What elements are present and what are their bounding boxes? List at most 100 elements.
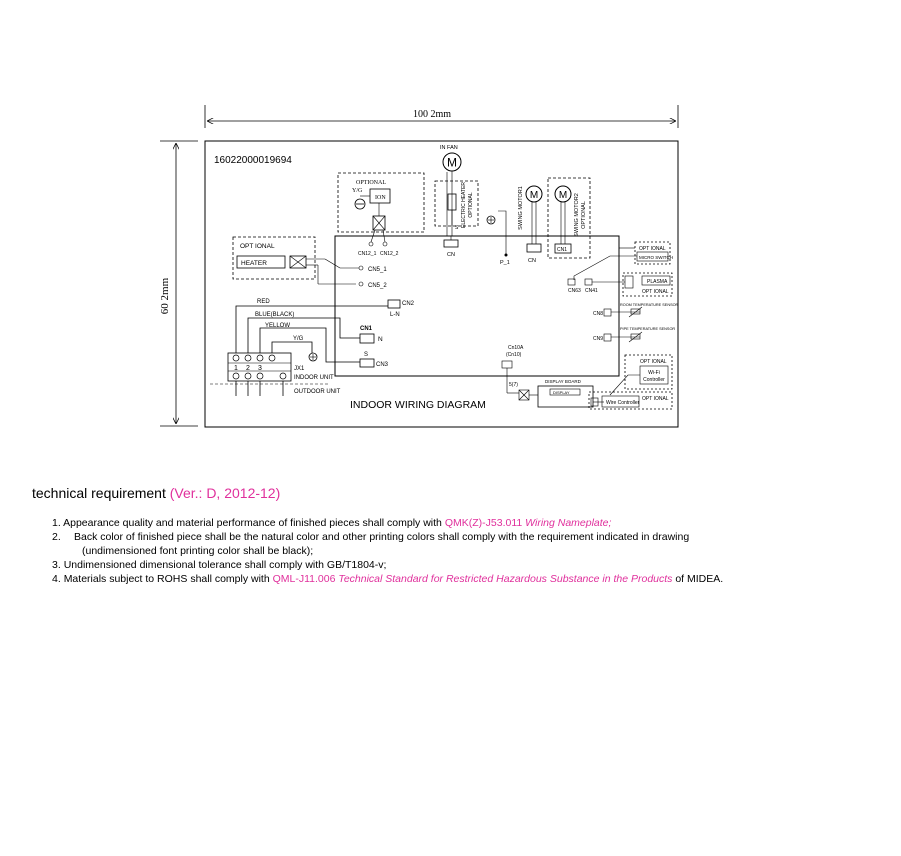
plasma-connector-icon (624, 275, 634, 289)
wire-red-label: RED (257, 299, 270, 305)
micro-switch-block: OPT IONAL MICRO SWITCH (573, 241, 673, 280)
wifi-label: Wi-Fi (648, 370, 660, 376)
ground-icon (308, 352, 318, 362)
cn12-2-label: CN12_2 (380, 251, 399, 257)
cn10-label: (Cn10) (506, 352, 522, 358)
ion-label: ION (375, 195, 386, 201)
pipe-temp-sensor: PIPE TEMPERATURE SENSOR CN9 (593, 327, 675, 343)
svg-text:M: M (447, 156, 457, 170)
nameplate-border (204, 140, 679, 428)
p1-label: P_1 (500, 260, 510, 266)
swing-motor1-icon (525, 185, 543, 203)
display-board-block: Cn10A (Cn10) 5(7) DISPLAY BOARD DISPLAY (501, 345, 604, 408)
requirement-item-1: 1. Appearance quality and material perfo… (52, 517, 612, 529)
swing-motor2-label: SWING MOTOR2 (574, 193, 580, 237)
cn9-label: CN9 (593, 336, 603, 342)
requirement-1-code: QMK(Z)-J53.011 (444, 517, 523, 529)
wiring-diagram: 100 2mm 60 2mm 16022000019694 OPTIONAL Y… (159, 105, 679, 428)
requirements-title-text: technical requirement (32, 485, 166, 501)
svg-text:DISPLAY: DISPLAY (553, 390, 570, 395)
cn-swing2-label: CN1 (557, 247, 567, 253)
technical-requirements: technical requirement (Ver.: D, 2012-12)… (32, 484, 892, 586)
wire-controller-block: Wire Controller OPT IONAL (588, 391, 673, 410)
requirements-title: technical requirement (Ver.: D, 2012-12) (32, 484, 892, 502)
indoor-fan-motor: IN FAN M CN (440, 145, 462, 258)
width-dimension: 100 2mm (204, 105, 679, 128)
p1-ground: P_1 (486, 210, 510, 266)
pipe-sensor-label: PIPE TEMPERATURE SENSOR (620, 327, 675, 331)
jx1-label: JX1 (294, 366, 305, 372)
swing-motor-1: SWING MOTOR1 M CN (518, 185, 543, 264)
ion-optional-label: OPTIONAL (356, 180, 386, 186)
cn5-2-label: CN5_2 (368, 283, 387, 289)
svg-text:M: M (559, 190, 567, 201)
cn10a-label: Cn10A (508, 345, 524, 351)
outdoor-unit-label: OUTDOOR UNIT (294, 389, 341, 395)
requirement-1-doc: Wiring Nameplate; (525, 517, 612, 529)
requirement-item-3: 3. Undimensioned dimensional tolerance s… (52, 559, 387, 571)
requirement-item-2: 2. Back color of finished piece shall be… (52, 531, 690, 557)
terminal-1-label: 1 (234, 365, 238, 372)
ground-icon (279, 372, 287, 380)
cn41-label: CN41 (585, 288, 598, 294)
wire-blue-label: BLUE(BLACK) (255, 312, 294, 318)
swing-motor2-optional-label: OPTIONAL (581, 201, 587, 229)
terminal-screws-top (232, 354, 276, 380)
swing-motor-2: M SWING MOTOR2 OPTIONAL CN1 (547, 177, 591, 259)
plasma-block: PLASMA OPT IONAL CN63 CN41 (567, 272, 673, 297)
wire-controller-label: Wire Controller (606, 400, 640, 406)
ground-icon (354, 198, 366, 210)
cn-swing1-label: CN (528, 258, 536, 264)
n-label: N (378, 336, 383, 343)
terminal-2-label: 2 (246, 365, 250, 372)
svg-text:M: M (530, 190, 538, 201)
cn1-label: CN1 (360, 326, 373, 332)
heater-connector-icon (289, 255, 307, 269)
electric-heater-optional-label: OPTIONAL (468, 192, 474, 218)
room-sensor-label: ROOM TEMPERATURE SENSOR (620, 303, 679, 307)
requirement-4-code: QML-J11.006 (272, 573, 336, 585)
ion-generator: OPTIONAL Y/G ION CN12_1 CN12_2 (337, 172, 425, 257)
electric-heater-optional: S ELECTRIC HEATER OPTIONAL (434, 180, 479, 231)
requirement-item-4: 4. Materials subject to ROHS shall compl… (52, 573, 724, 585)
swing-motor2-icon (554, 185, 572, 203)
wifi-controller-label: Controller (643, 377, 665, 383)
requirement-4-doc: Technical Standard for Restricted Hazard… (338, 573, 673, 585)
plasma-label: PLASMA (647, 279, 668, 285)
wire-yellow-label: YELLOW (265, 323, 290, 329)
terminal-3-label: 3 (258, 365, 262, 372)
micro-switch-label: MICRO SWITCH (639, 255, 673, 260)
terminal-block: 1 2 3 JX1 INDOOR UNIT OUTDOOR UNIT (210, 352, 341, 396)
room-temp-sensor: ROOM TEMPERATURE SENSOR CN8 (593, 303, 679, 318)
cn63-label: CN63 (568, 288, 581, 294)
indoor-unit-label: INDOOR UNIT (294, 375, 334, 381)
cn12-1-label: CN12_1 (358, 251, 377, 257)
cn2-label: CN2 (402, 301, 415, 307)
l-in-label: L-N (390, 312, 400, 318)
cn3-label: CN3 (376, 362, 389, 368)
cn-fan-label: CN (447, 252, 455, 258)
diagram-title: INDOOR WIRING DIAGRAM (350, 399, 486, 411)
wifi-block: OPT IONAL Wi-Fi Controller (609, 354, 673, 396)
height-dimension: 60 2mm (159, 140, 198, 427)
svg-text:OPT IONAL: OPT IONAL (642, 289, 669, 295)
power-wiring: RED BLUE(BLACK) YELLOW Y/G CN2 L-N CN1 N… (235, 299, 415, 368)
svg-text:S: S (455, 225, 459, 231)
svg-text:OPT IONAL: OPT IONAL (640, 359, 667, 365)
width-dimension-label: 100 2mm (413, 109, 451, 120)
swing-motor1-label: SWING MOTOR1 (518, 186, 524, 230)
heater-optional-label: OPT IONAL (240, 243, 275, 250)
wire-yg-label: Y/G (293, 336, 304, 342)
s-label: S (364, 352, 368, 358)
cn5-1-label: CN5_1 (368, 267, 387, 273)
in-fan-label: IN FAN (440, 145, 458, 151)
part-number: 16022000019694 (214, 155, 292, 166)
svg-text:OPT IONAL: OPT IONAL (642, 396, 669, 402)
requirements-list: 1. Appearance quality and material perfo… (32, 516, 892, 586)
height-dimension-label: 60 2mm (159, 277, 171, 314)
electric-heater-vertical-label: ELECTRIC HEATER (461, 182, 467, 228)
cn8-label: CN8 (593, 311, 603, 317)
ground-icon (486, 215, 496, 225)
requirements-version: (Ver.: D, 2012-12) (169, 485, 281, 501)
heater-block: OPT IONAL HEATER CN5_1 CN5_2 (232, 236, 387, 289)
